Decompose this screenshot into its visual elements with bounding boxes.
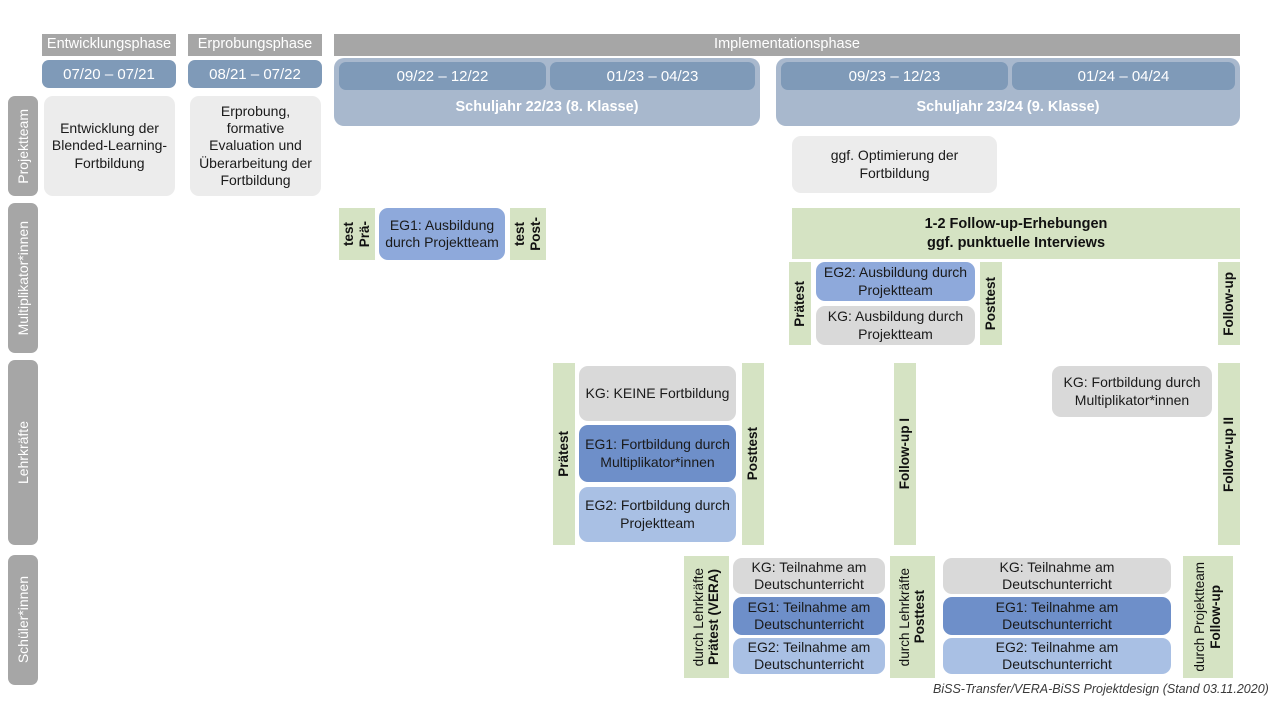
green-praetest-line2: test bbox=[341, 221, 357, 246]
green-praetest-lehrkraefte-text: Prätest bbox=[555, 431, 571, 477]
footer-caption: BiSS-Transfer/VERA-BiSS Projektdesign (S… bbox=[933, 682, 1269, 696]
period-0123-0423: 01/23 – 04/23 bbox=[550, 62, 755, 90]
period-0923-1223: 09/23 – 12/23 bbox=[781, 62, 1008, 90]
card-optimierung-fortbildung: ggf. Optimierung der Fortbildung bbox=[792, 136, 997, 193]
row-label-lehrkraefte-text: Lehrkräfte bbox=[15, 420, 31, 485]
green-posttest-line1: Post- bbox=[527, 217, 543, 251]
green-praetest-vera-reg: durch Lehrkräfte bbox=[690, 567, 706, 667]
card-lehrkraefte-eg2: EG2: Fortbildung durch Projektteam bbox=[579, 487, 736, 542]
row-label-lehrkraefte: Lehrkräfte bbox=[8, 360, 38, 545]
green-praetest-2-text: Prätest bbox=[791, 280, 807, 327]
card-lehrkraefte-kg-keine: KG: KEINE Fortbildung bbox=[579, 366, 736, 421]
green-posttest-multiplikatoren-2: Posttest bbox=[980, 262, 1002, 345]
green-praetest-vera-schueler: Prätest (VERA) durch Lehrkräfte bbox=[684, 556, 729, 678]
card-lehrkraefte-kg-fortbildung: KG: Fortbildung durch Multiplikator*inne… bbox=[1052, 366, 1212, 417]
period-0922-1222: 09/22 – 12/22 bbox=[339, 62, 546, 90]
period-0124-0424: 01/24 – 04/24 bbox=[1012, 62, 1235, 90]
row-label-schuelerinnen: Schüler*innen bbox=[8, 555, 38, 685]
period-0821-0722: 08/21 – 07/22 bbox=[188, 60, 322, 88]
green-posttest-schueler: Posttest durch Lehrkräfte bbox=[890, 556, 935, 678]
card-schueler-kg-2: KG: Teilnahme am Deutschunterricht bbox=[943, 558, 1171, 594]
green-posttest-schueler-bold: Posttest bbox=[912, 590, 927, 644]
banner-line1: 1-2 Follow-up-Erhebungen bbox=[924, 215, 1108, 232]
green-posttest-schueler-reg: durch Lehrkräfte bbox=[896, 567, 912, 667]
green-followup-multiplikatoren: Follow-up bbox=[1218, 262, 1240, 345]
phase-header-entwicklungsphase: Entwicklungsphase bbox=[42, 34, 176, 56]
card-multi-eg1-ausbildung: EG1: Ausbildung durch Projektteam bbox=[379, 208, 505, 260]
green-praetest-multiplikatoren: Prä- test bbox=[339, 208, 375, 260]
green-followup-schueler: Follow-up durch Projektteam bbox=[1183, 556, 1233, 678]
card-erprobung-evaluation: Erprobung, formative Evaluation und Über… bbox=[190, 96, 321, 196]
card-lehrkraefte-eg1: EG1: Fortbildung durch Multiplikator*inn… bbox=[579, 425, 736, 482]
row-label-multiplikatorinnen-text: Multiplikator*innen bbox=[15, 220, 31, 336]
period-0720-0721: 07/20 – 07/21 bbox=[42, 60, 176, 88]
row-label-schuelerinnen-text: Schüler*innen bbox=[15, 576, 31, 664]
green-followup-1-text: Follow-up I bbox=[896, 418, 912, 490]
schuljahr-2223-container: 09/22 – 12/22 01/23 – 04/23 Schuljahr 22… bbox=[334, 58, 760, 126]
green-praetest-lehrkraefte: Prätest bbox=[553, 363, 575, 545]
green-posttest-multiplikatoren: Post- test bbox=[510, 208, 546, 260]
green-praetest-vera-bold: Prätest (VERA) bbox=[706, 568, 721, 666]
card-schueler-eg1-1: EG1: Teilnahme am Deutschunterricht bbox=[733, 597, 885, 635]
card-schueler-eg1-2: EG1: Teilnahme am Deutschunterricht bbox=[943, 597, 1171, 635]
green-banner-followup-erhebungen: 1-2 Follow-up-Erhebungen ggf. punktuelle… bbox=[792, 208, 1240, 259]
schuljahr-2324-label: Schuljahr 23/24 (9. Klasse) bbox=[916, 99, 1100, 115]
green-praetest-line1: Prä- bbox=[356, 220, 372, 248]
green-followup-multi-text: Follow-up bbox=[1220, 271, 1236, 336]
schuljahr-2223-label: Schuljahr 22/23 (8. Klasse) bbox=[455, 99, 639, 115]
banner-line2: ggf. punktuelle Interviews bbox=[926, 234, 1106, 251]
card-multi-kg-ausbildung: KG: Ausbildung durch Projektteam bbox=[816, 306, 975, 345]
green-posttest-lehrkraefte-text: Posttest bbox=[744, 427, 760, 481]
row-label-projektteam: Projektteam bbox=[8, 96, 38, 196]
phase-header-erprobungsphase: Erprobungsphase bbox=[188, 34, 322, 56]
green-followup-2-lehrkraefte: Follow-up II bbox=[1218, 363, 1240, 545]
card-schueler-eg2-2: EG2: Teilnahme am Deutschunterricht bbox=[943, 638, 1171, 674]
card-entwicklung-fortbildung: Entwicklung der Blended-Learning-Fortbil… bbox=[44, 96, 175, 196]
phase-header-implementationsphase: Implementationsphase bbox=[334, 34, 1240, 56]
card-multi-eg2-ausbildung: EG2: Ausbildung durch Projektteam bbox=[816, 262, 975, 301]
row-label-projektteam-text: Projektteam bbox=[15, 108, 31, 184]
schuljahr-2324-container: 09/23 – 12/23 01/24 – 04/24 Schuljahr 23… bbox=[776, 58, 1240, 126]
green-followup-schueler-reg: durch Projektteam bbox=[1192, 562, 1208, 672]
green-followup-1-lehrkraefte: Follow-up I bbox=[894, 363, 916, 545]
green-praetest-multiplikatoren-2: Prätest bbox=[789, 262, 811, 345]
green-posttest-lehrkraefte: Posttest bbox=[742, 363, 764, 545]
row-label-multiplikatorinnen: Multiplikator*innen bbox=[8, 203, 38, 353]
green-posttest-line2: test bbox=[512, 221, 528, 246]
green-followup-2-text: Follow-up II bbox=[1220, 416, 1236, 492]
card-schueler-kg-1: KG: Teilnahme am Deutschunterricht bbox=[733, 558, 885, 594]
green-followup-schueler-bold: Follow-up bbox=[1207, 585, 1223, 649]
card-schueler-eg2-1: EG2: Teilnahme am Deutschunterricht bbox=[733, 638, 885, 674]
green-posttest-2-text: Posttest bbox=[982, 276, 998, 331]
